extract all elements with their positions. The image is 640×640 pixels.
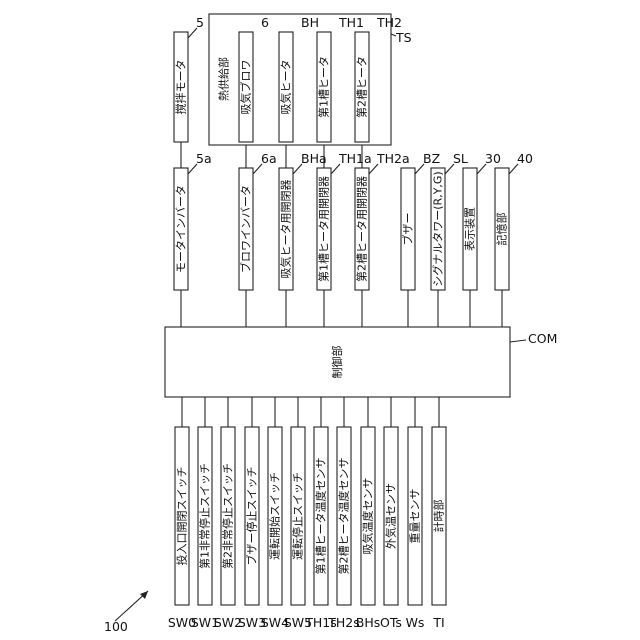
input-label-estop2: 第2非常停止スイッチ — [221, 463, 235, 569]
input-label-run-start: 運転開始スイッチ — [268, 472, 282, 560]
top-code-intake-heater: BH — [301, 15, 319, 30]
mid-label-tank2-heater-switch: 第2槽ヒータ用開閉器 — [355, 176, 369, 282]
input-label-tank2-temp: 第2槽ヒータ温度センサ — [337, 458, 351, 575]
input-code-weight: Ws — [406, 615, 425, 630]
input-code-intake-temp: BHs — [356, 615, 381, 630]
mid-code-display: 30 — [485, 151, 501, 166]
mid-label-motor-inverter: モータインバータ — [175, 185, 188, 273]
mid-label-blower-inverter: ブロワインバータ — [239, 185, 253, 273]
input-label-inlet-switch: 投入口開閉スイッチ — [175, 467, 189, 566]
mid-label-buzzer: ブザー — [401, 213, 415, 246]
mid-code-tank1-heater-switch: TH1a — [338, 151, 372, 166]
mid-code-signal-tower: SL — [453, 151, 468, 166]
input-label-buzzer-stop: ブザー停止スイッチ — [245, 467, 259, 566]
mid-code-storage: 40 — [517, 151, 533, 166]
mid-code-motor-inverter: 5a — [196, 151, 212, 166]
input-label-tank1-temp: 第1槽ヒータ温度センサ — [314, 458, 328, 575]
mid-code-blower-inverter: 6a — [261, 151, 277, 166]
top-label-intake-heater: 吸気ヒータ — [279, 60, 293, 115]
mid-label-storage: 記憶部 — [495, 213, 509, 246]
controller-leader — [510, 340, 526, 342]
heat-supply-label: 熱供給部 — [217, 57, 231, 101]
top-code-stir-motor: 5 — [196, 15, 204, 30]
controller-label: 制御部 — [330, 346, 344, 379]
top-code-tank1-heater: TH1 — [338, 15, 364, 30]
heat-supply-code: TS — [395, 30, 412, 45]
mid-code-buzzer: BZ — [423, 151, 440, 166]
input-label-run-stop: 運転停止スイッチ — [291, 472, 305, 560]
mid-code-tank2-heater-switch: TH2a — [376, 151, 410, 166]
controller-code: COM — [528, 331, 557, 346]
mid-label-signal-tower: シグナルタワー(R,Y,G) — [431, 171, 445, 286]
input-label-weight: 重量センサ — [408, 489, 422, 544]
figure-number: 100 — [104, 619, 128, 634]
mid-label-intake-heater-switch: 吸気ヒータ用開閉器 — [279, 180, 293, 279]
top-label-blower: 吸気ブロワ — [239, 60, 253, 115]
input-label-intake-temp: 吸気温度センサ — [361, 478, 375, 555]
top-label-tank1-heater: 第1槽ヒータ — [317, 56, 331, 118]
input-code-timer: TI — [432, 615, 444, 630]
top-label-tank2-heater: 第2槽ヒータ — [355, 56, 369, 118]
mid-code-intake-heater-switch: BHa — [301, 151, 327, 166]
input-label-estop1: 第1非常停止スイッチ — [198, 463, 212, 569]
top-code-tank2-heater: TH2 — [376, 15, 402, 30]
input-label-outside-temp: 外気温センサ — [384, 483, 398, 549]
input-code-outside-temp: OTs — [380, 615, 402, 630]
top-code-blower: 6 — [261, 15, 269, 30]
input-label-timer: 計時部 — [432, 500, 446, 533]
top-label-stir-motor: 撹拌モータ — [174, 60, 188, 115]
mid-label-display: 表示装置 — [463, 207, 477, 251]
mid-label-tank1-heater-switch: 第1槽ヒータ用開閉器 — [317, 176, 331, 282]
